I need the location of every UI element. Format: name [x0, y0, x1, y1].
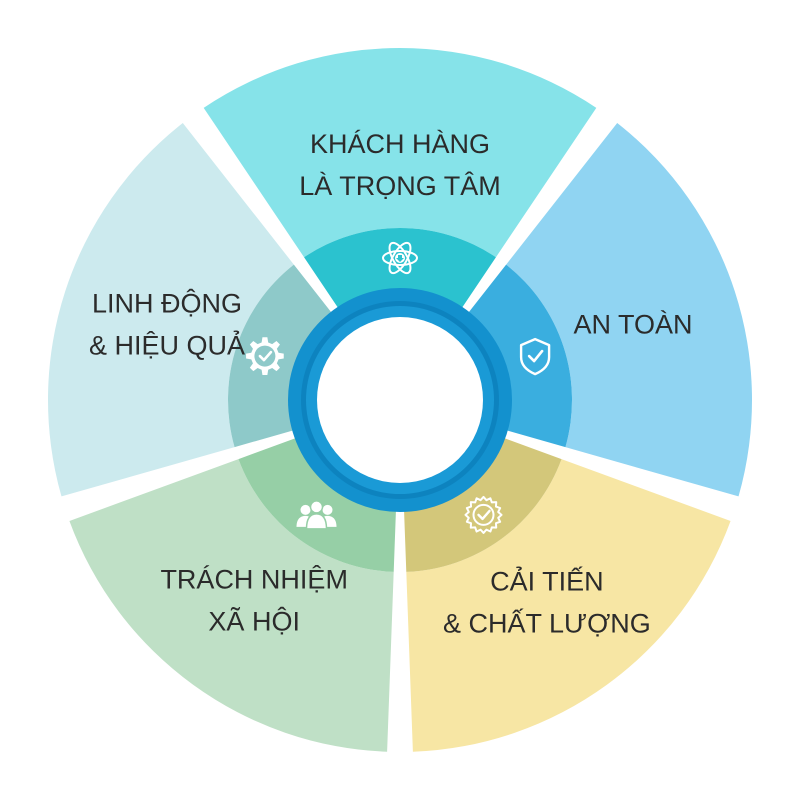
segment-cai-tien-label-line: CẢI TIẾN — [490, 564, 604, 596]
segment-cai-tien-label-line: & CHẤT LƯỢNG — [443, 607, 651, 638]
segment-cai-tien-outer — [406, 459, 731, 752]
segment-trach-nhiem-label-line: TRÁCH NHIỆM — [160, 564, 348, 595]
segment-an-toan-outer — [506, 122, 752, 497]
segment-an-toan-label: AN TOÀN — [573, 309, 692, 339]
badge-check-icon — [464, 495, 503, 534]
segment-linh-dong-label-line: & HIỆU QUẢ — [89, 328, 245, 360]
segment-trach-nhiem-outer — [69, 459, 394, 752]
segment-linh-dong-label: LINH ĐỘNG & HIỆU QUẢ — [89, 287, 245, 360]
segment-linh-dong-label-line: LINH ĐỘNG — [92, 287, 242, 318]
segment-khach-hang-label-line: KHÁCH HÀNG — [310, 129, 490, 159]
icons-layer — [246, 241, 551, 534]
segment-khach-hang-label-line: LÀ TRỌNG TÂM — [299, 170, 501, 201]
segment-trach-nhiem-label-line: XÃ HỘI — [208, 606, 300, 637]
atom-icon — [382, 241, 418, 275]
segment-linh-dong-outer — [47, 122, 294, 497]
center-hub — [288, 288, 512, 512]
center-circle — [317, 317, 483, 483]
people-icon — [296, 500, 337, 530]
segment-khach-hang-outer — [203, 47, 597, 258]
segments-layer — [47, 47, 752, 752]
gear-check-icon — [246, 337, 284, 375]
segment-an-toan-label-line: AN TOÀN — [573, 309, 692, 339]
segment-cai-tien-label: CẢI TIẾN & CHẤT LƯỢNG — [443, 564, 651, 638]
labels-layer: KHÁCH HÀNG LÀ TRỌNG TÂM AN TOÀN CẢI TIẾN & C… — [89, 129, 693, 638]
segment-trach-nhiem-label: TRÁCH NHIỆM XÃ HỘI — [160, 564, 348, 637]
segment-khach-hang-label: KHÁCH HÀNG LÀ TRỌNG TÂM — [299, 129, 501, 201]
shield-check-icon — [519, 337, 551, 376]
